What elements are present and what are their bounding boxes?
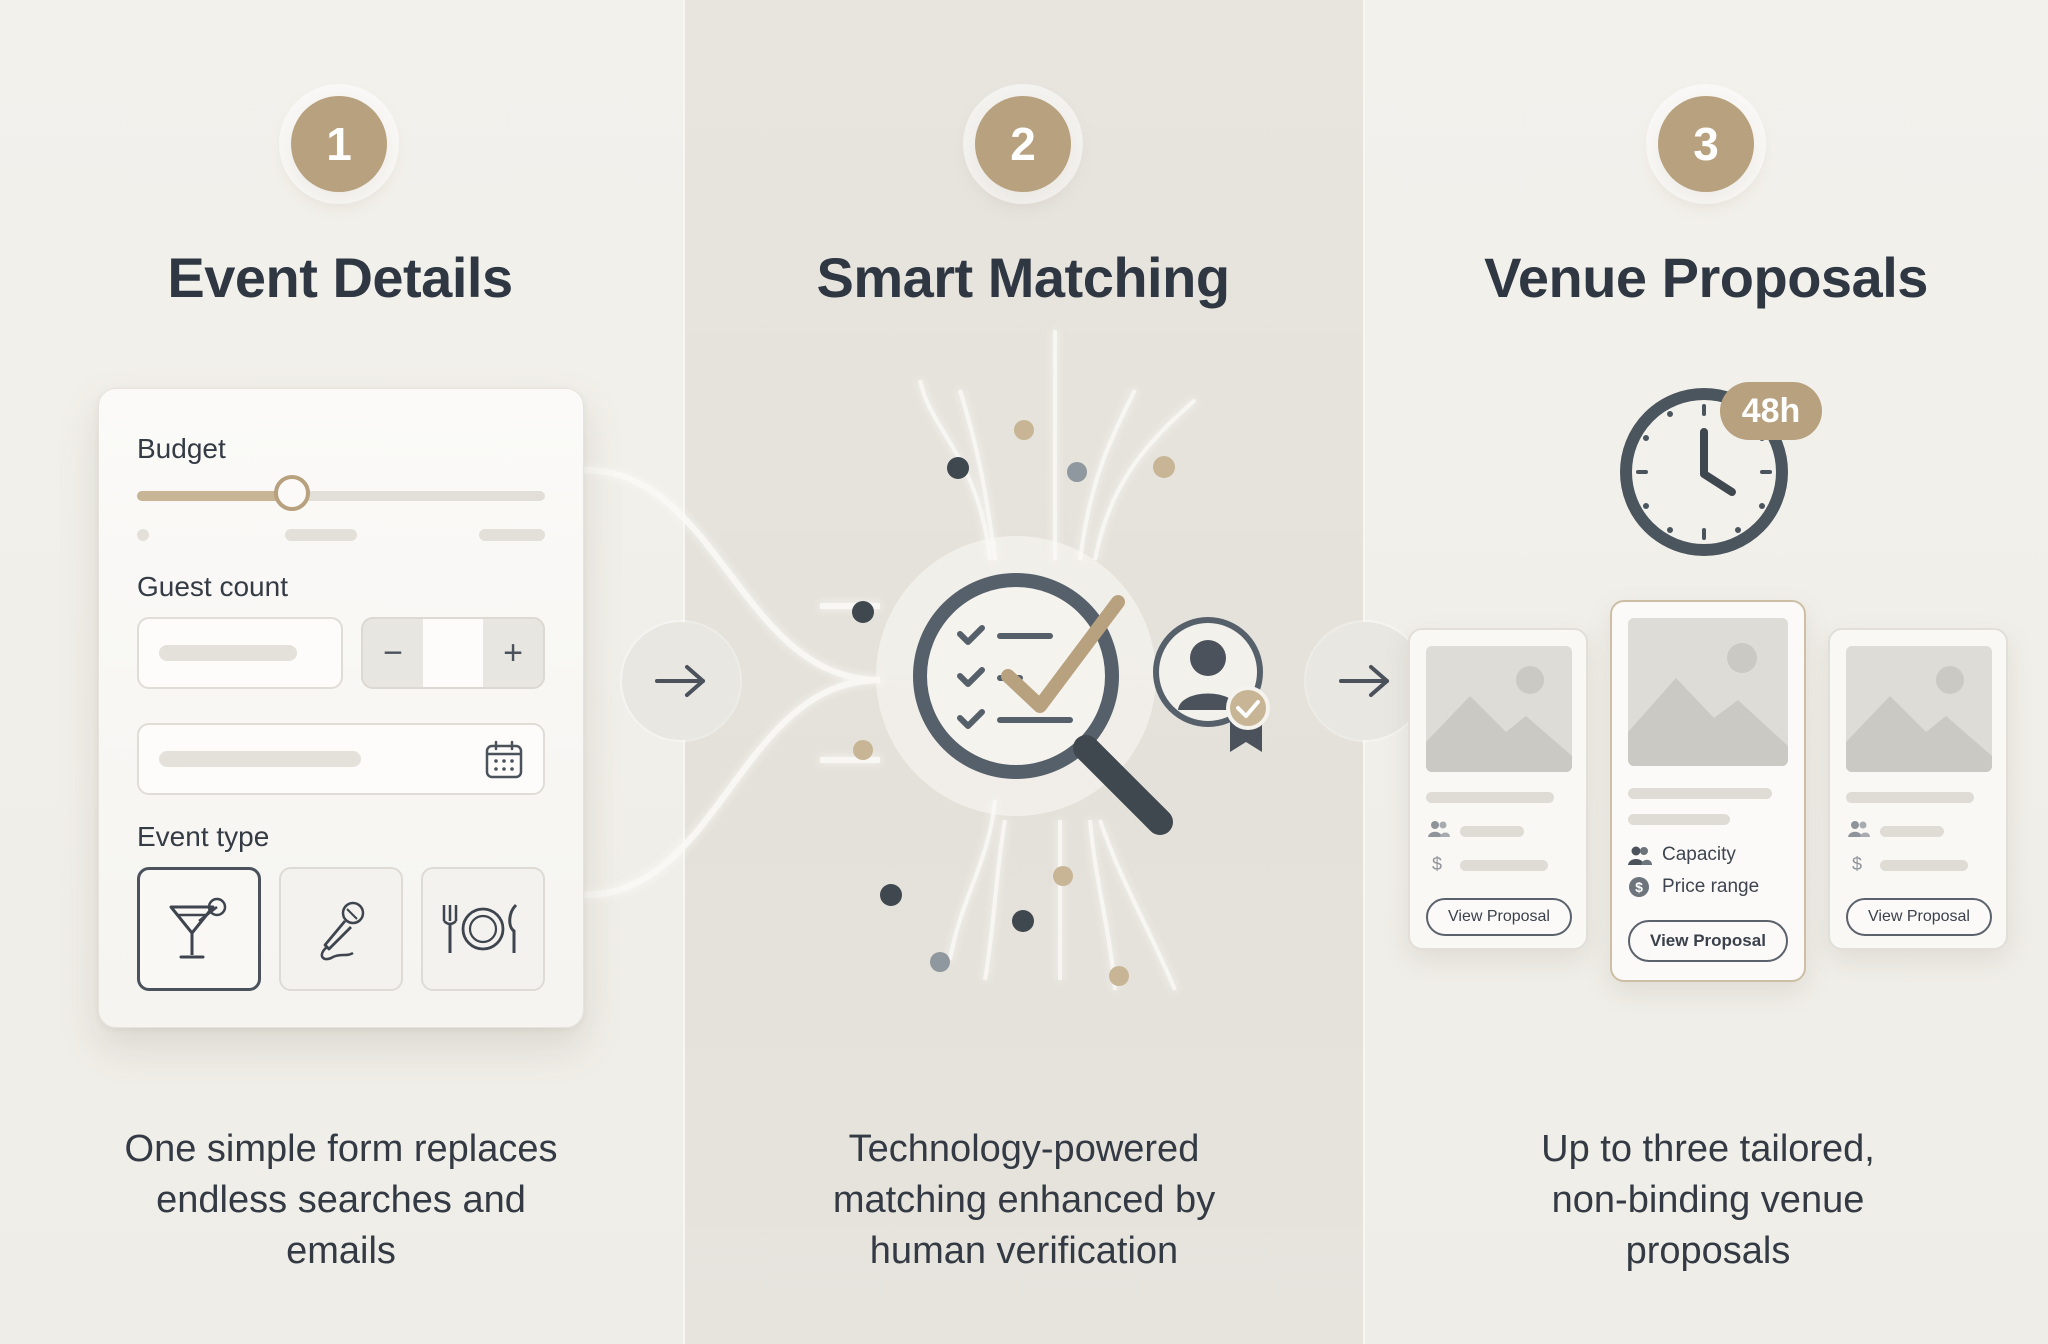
venue-name-placeholder bbox=[1426, 792, 1554, 803]
dollar-icon: $ bbox=[1852, 854, 1863, 874]
cocktail-icon bbox=[169, 897, 227, 959]
step-title: Smart Matching bbox=[816, 246, 1230, 309]
venue-proposal-card-featured: Capacity $ Price range View Proposal bbox=[1610, 600, 1806, 982]
price-placeholder bbox=[1880, 860, 1968, 871]
guest-count-stepper: − + bbox=[361, 617, 545, 689]
magnifier-checklist-icon bbox=[913, 573, 1173, 835]
network-dots bbox=[852, 420, 1175, 986]
image-icon bbox=[1846, 666, 1992, 772]
venue-proposal-card: $ View Proposal bbox=[1828, 628, 2008, 950]
venue-name-placeholder bbox=[1846, 792, 1974, 803]
calendar-icon[interactable] bbox=[483, 739, 525, 781]
image-icon bbox=[1628, 643, 1788, 766]
price-range-label: Price range bbox=[1662, 876, 1760, 897]
image-icon bbox=[1426, 666, 1572, 772]
event-type-performance[interactable] bbox=[279, 867, 403, 991]
view-proposal-button[interactable]: View Proposal bbox=[1628, 920, 1788, 962]
svg-text:$: $ bbox=[1635, 879, 1643, 895]
slider-tick bbox=[479, 529, 545, 541]
capacity-placeholder bbox=[1880, 826, 1944, 837]
step-description: Technology-powered matching enhanced by … bbox=[832, 1128, 1216, 1272]
venue-image-placeholder bbox=[1628, 618, 1788, 766]
budget-slider-thumb[interactable] bbox=[274, 475, 311, 511]
stepper-value[interactable] bbox=[423, 619, 483, 687]
step-title: Event Details bbox=[167, 246, 513, 309]
venue-proposal-card: $ View Proposal bbox=[1408, 628, 1588, 950]
next-step-arrow bbox=[1306, 622, 1424, 740]
verified-person-icon bbox=[1153, 617, 1270, 752]
guest-count-input[interactable] bbox=[137, 617, 343, 689]
timer-badge: 48h bbox=[1720, 382, 1822, 440]
view-proposal-button[interactable]: View Proposal bbox=[1846, 898, 1992, 936]
step-title: Venue Proposals bbox=[1484, 246, 1928, 309]
price-placeholder bbox=[1460, 860, 1548, 871]
guest-count-label: Guest count bbox=[137, 571, 288, 602]
capacity-label: Capacity bbox=[1662, 844, 1736, 865]
event-form-card: Budget Guest count − + Event type bbox=[98, 388, 584, 1028]
slider-tick bbox=[137, 529, 149, 541]
capacity-placeholder bbox=[1460, 826, 1524, 837]
step-description: One simple form replaces endless searche… bbox=[124, 1128, 558, 1272]
event-type-dining[interactable] bbox=[421, 867, 545, 991]
step-number-badge: 1 bbox=[291, 96, 387, 192]
slider-tick bbox=[285, 529, 357, 541]
step-number-badge: 2 bbox=[975, 96, 1071, 192]
venue-image-placeholder bbox=[1426, 646, 1572, 772]
budget-slider[interactable] bbox=[137, 491, 545, 501]
decrement-button[interactable]: − bbox=[383, 633, 403, 672]
event-type-cocktail[interactable] bbox=[137, 867, 261, 991]
venue-name-placeholder bbox=[1628, 788, 1772, 799]
dollar-icon: $ bbox=[1432, 854, 1443, 874]
venue-subtitle-placeholder bbox=[1628, 814, 1730, 825]
step-description: Up to three tailored, non-binding venue … bbox=[1541, 1128, 1875, 1272]
arrow-right-icon bbox=[1339, 665, 1389, 697]
step-number-badge: 3 bbox=[1658, 96, 1754, 192]
placeholder-bar bbox=[159, 751, 361, 767]
matching-illustration bbox=[852, 420, 1270, 986]
event-type-label: Event type bbox=[137, 821, 270, 852]
date-input[interactable] bbox=[137, 723, 545, 795]
placeholder-bar bbox=[159, 645, 297, 661]
microphone-icon bbox=[320, 901, 365, 961]
people-icon bbox=[1848, 820, 1870, 843]
people-icon bbox=[1428, 820, 1450, 843]
next-step-arrow bbox=[622, 622, 740, 740]
budget-slider-fill bbox=[137, 491, 293, 501]
view-proposal-button[interactable]: View Proposal bbox=[1426, 898, 1572, 936]
increment-button[interactable]: + bbox=[503, 633, 523, 672]
price-icon: $ bbox=[1628, 876, 1650, 903]
people-icon bbox=[1628, 846, 1652, 871]
venue-image-placeholder bbox=[1846, 646, 1992, 772]
dining-icon bbox=[442, 903, 518, 953]
arrow-right-icon bbox=[655, 665, 705, 697]
budget-label: Budget bbox=[137, 433, 226, 464]
